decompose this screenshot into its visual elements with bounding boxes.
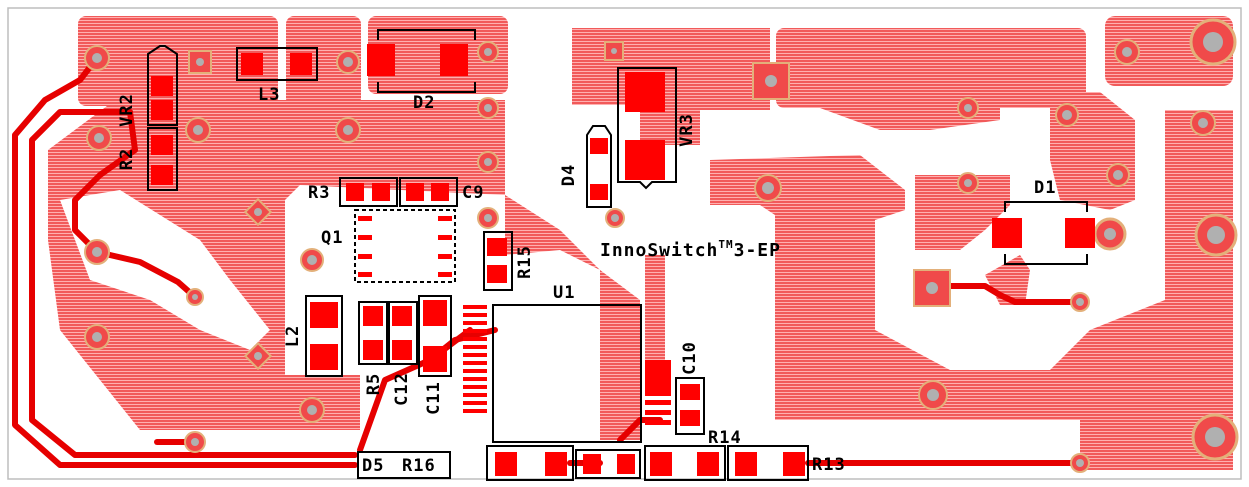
label-d1: D1	[1034, 178, 1056, 198]
vias	[84, 18, 1239, 473]
label-vr2: VR2	[117, 93, 137, 127]
silkscreen-outlines	[147, 29, 1088, 481]
label-r15: R15	[515, 245, 535, 279]
label-l3: L3	[258, 85, 280, 105]
label-d4: D4	[559, 164, 579, 186]
label-r13: R13	[812, 455, 846, 475]
silkscreen-labels: VR2 R2 L3 D2 VR3 D4 D1 R3 C9 Q1 R15 U1 L…	[117, 85, 1056, 476]
smd-pads	[151, 44, 1095, 476]
label-r14: R14	[708, 428, 742, 448]
label-d5: D5	[362, 456, 384, 476]
label-r3: R3	[308, 183, 330, 203]
label-q1: Q1	[321, 228, 343, 248]
label-r2: R2	[117, 148, 137, 170]
label-l2: L2	[283, 325, 303, 347]
brand-label: InnoSwitchTM3-EP	[600, 238, 781, 261]
label-r16: R16	[402, 456, 436, 476]
label-u1: U1	[553, 283, 575, 303]
label-r5: R5	[364, 373, 384, 395]
label-c10: C10	[680, 341, 700, 375]
label-c9: C9	[462, 183, 484, 203]
label-d2: D2	[413, 93, 435, 113]
label-c11: C11	[424, 381, 444, 415]
label-vr3: VR3	[677, 113, 697, 147]
label-c12: C12	[392, 372, 412, 406]
